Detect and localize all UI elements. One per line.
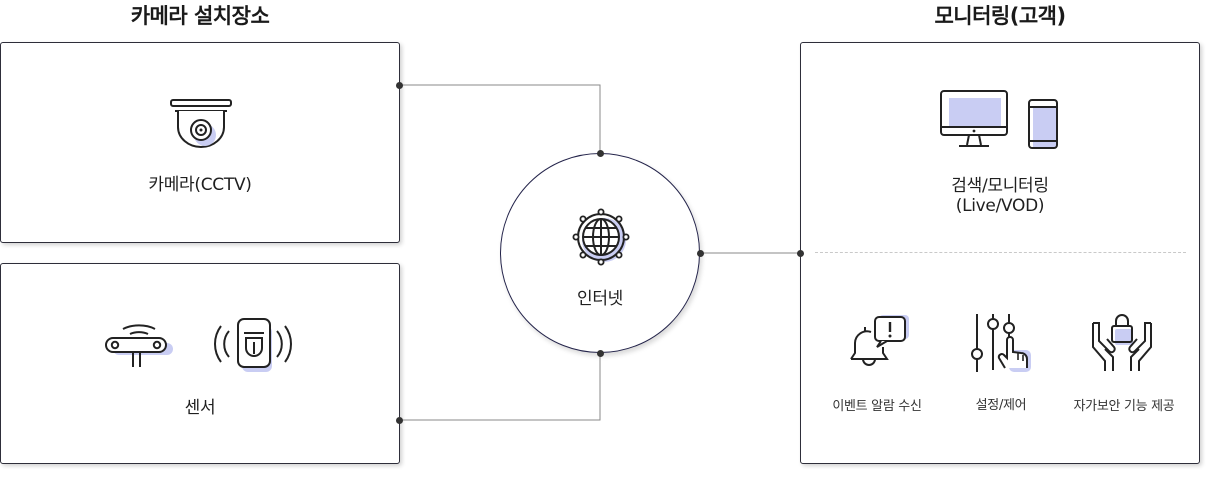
connector-dot-internet-right xyxy=(697,250,704,257)
connector-dot-internet-bottom xyxy=(597,350,604,357)
sensor-box: 센서 xyxy=(0,263,400,464)
sensor-label: 센서 xyxy=(184,398,216,418)
internet-node: 인터넷 xyxy=(500,153,700,353)
connector-dot-camera xyxy=(396,82,403,89)
camera-box: 카메라(CCTV) xyxy=(0,42,400,243)
connector-dot-monitoring xyxy=(797,250,804,257)
camera-site-heading: 카메라 설치장소 xyxy=(130,4,270,28)
monitoring-main-label-2: (Live/VOD) xyxy=(955,196,1045,216)
feature-label-settings: 설정/제어 xyxy=(975,398,1027,413)
monitoring-divider xyxy=(815,252,1186,253)
feature-label-event-alarm: 이벤트 알람 수신 xyxy=(832,399,922,414)
tablet-icon xyxy=(1028,99,1058,149)
camera-label: 카메라(CCTV) xyxy=(148,175,252,195)
globe-icon xyxy=(572,208,630,266)
feature-label-self-security: 자가보안 기능 제공 xyxy=(1073,399,1175,414)
bell-alert-icon xyxy=(850,315,909,366)
sliders-hand-icon xyxy=(971,314,1031,372)
internet-label: 인터넷 xyxy=(576,289,624,309)
monitoring-heading: 모니터링(고객) xyxy=(934,4,1066,28)
monitor-icon xyxy=(940,90,1008,147)
connector-dot-internet-top xyxy=(597,150,604,157)
hands-lock-icon xyxy=(1092,314,1152,371)
dome-camera-icon xyxy=(170,99,232,148)
motion-sensor-icon xyxy=(214,318,292,372)
wifi-sensor-icon xyxy=(105,324,173,367)
monitoring-main-label-1: 검색/모니터링 xyxy=(951,176,1049,196)
connector-dot-sensor xyxy=(396,417,403,424)
monitoring-box: 검색/모니터링 (Live/VOD) 이벤트 알람 수신 설정/제어 자가보안 … xyxy=(800,42,1200,464)
